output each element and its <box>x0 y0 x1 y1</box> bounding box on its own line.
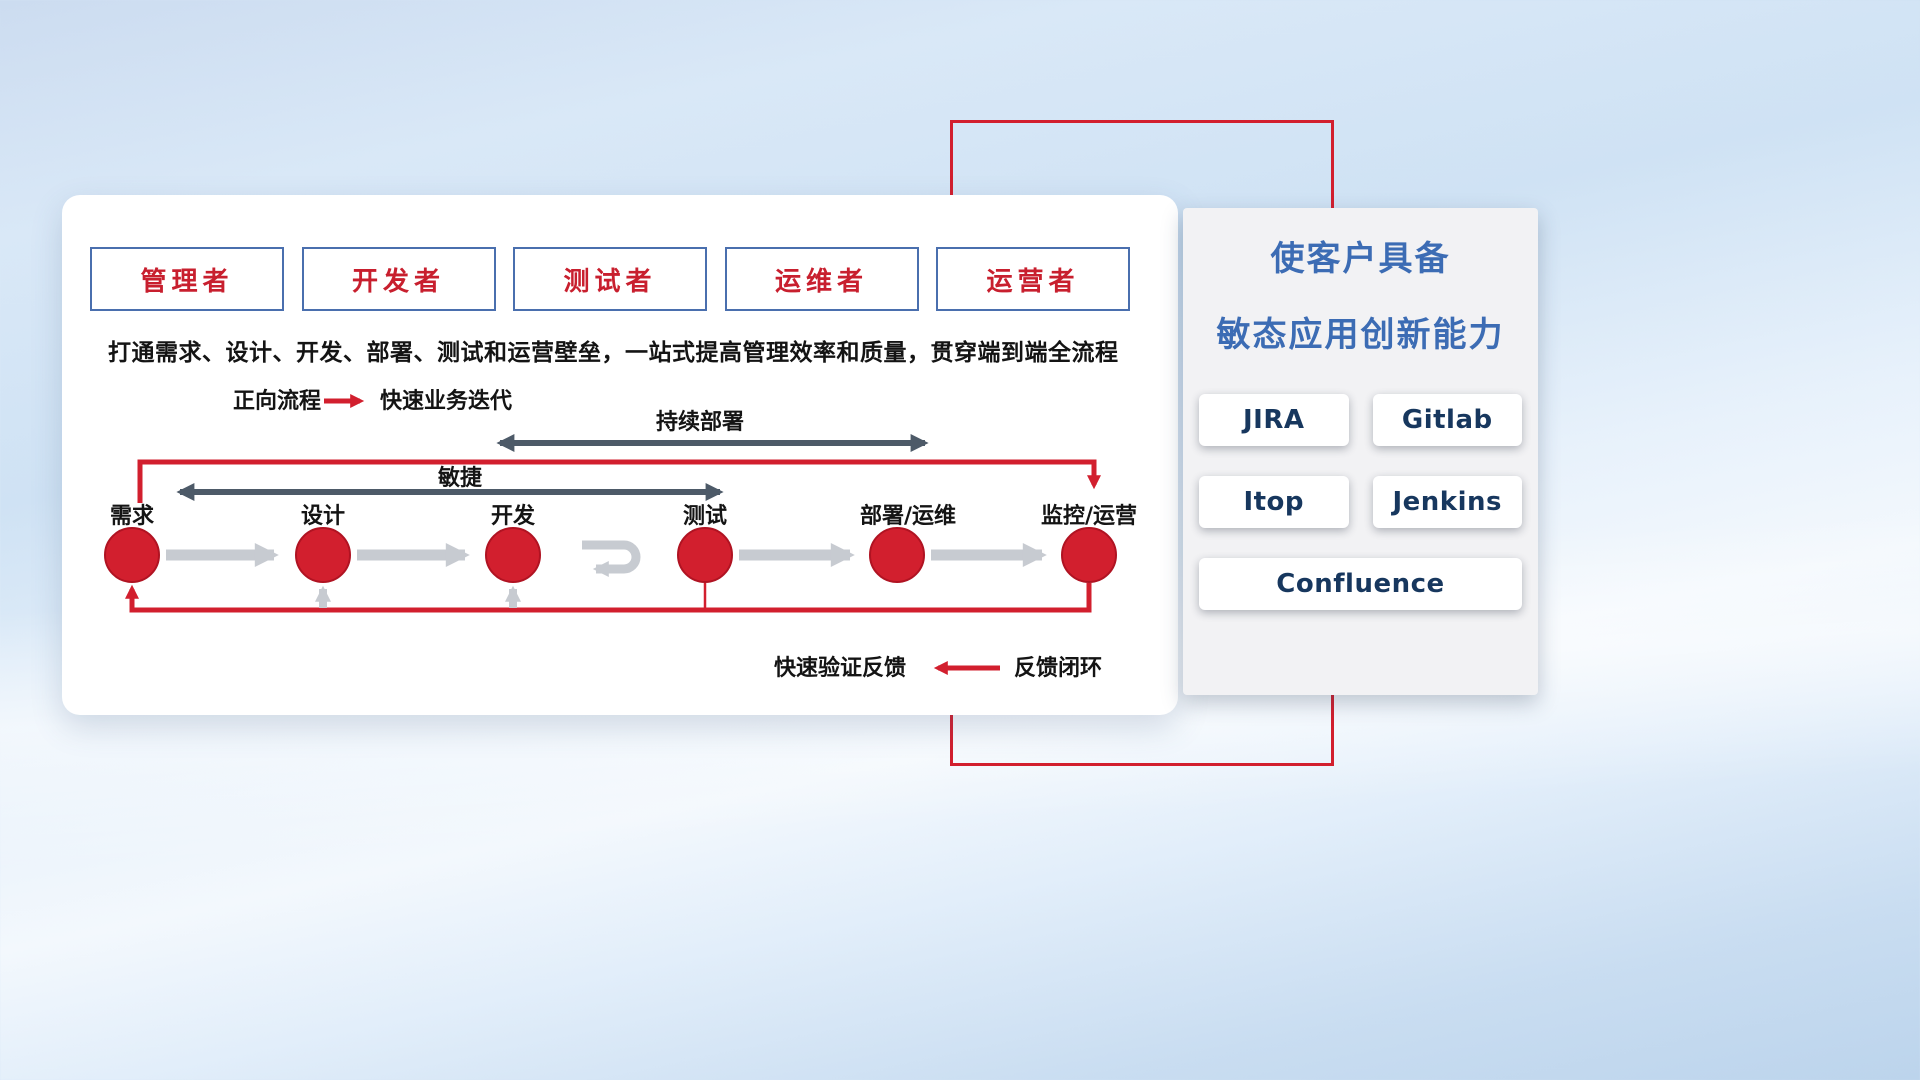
role-box-manager: 管理者 <box>90 247 284 311</box>
role-box-operator: 运营者 <box>936 247 1130 311</box>
roles-row: 管理者 开发者 测试者 运维者 运营者 <box>90 247 1130 311</box>
flow-node-circle <box>485 527 541 583</box>
tool-gitlab: Gitlab <box>1372 394 1522 446</box>
node-label-requirements: 需求 <box>110 504 154 529</box>
role-box-developer: 开发者 <box>301 247 496 311</box>
flow-node-circle <box>295 527 351 583</box>
feedback-legend-caption: 快速验证反馈 <box>774 655 906 681</box>
forward-flow-legend: 正向流程 快速业务迭代 <box>233 388 512 414</box>
devops-flow-card: 管理者 开发者 测试者 运维者 运营者 打通需求、设计、开发、部署、测试和运营壁… <box>62 195 1178 715</box>
agile-label: 敏捷 <box>437 465 483 491</box>
panel-title-line1: 使客户具备 <box>1270 239 1451 279</box>
tool-jira: JIRA <box>1199 394 1349 446</box>
capability-panel: 使客户具备 敏态应用创新能力 JIRA Gitlab Itop Jenkins … <box>1183 208 1538 695</box>
role-box-ops: 运维者 <box>724 247 919 311</box>
feedback-loop-line <box>125 583 1092 613</box>
flow-node-circle <box>677 527 733 583</box>
node-label-develop: 开发 <box>491 503 536 529</box>
tool-jenkins: Jenkins <box>1372 476 1522 528</box>
continuous-deploy-label: 持续部署 <box>656 409 744 435</box>
role-box-tester: 测试者 <box>513 247 707 311</box>
feedback-legend-label: 反馈闭环 <box>1014 655 1102 681</box>
node-label-deploy-ops: 部署/运维 <box>860 503 956 529</box>
continuous-deploy-span: 持续部署 <box>496 409 929 452</box>
node-label-test: 测试 <box>683 504 727 529</box>
feedback-legend: 快速验证反馈 反馈闭环 <box>774 655 1102 681</box>
tools-grid: JIRA Gitlab Itop Jenkins Confluence <box>1199 394 1522 610</box>
iteration-loop-icon <box>582 540 641 577</box>
flow-diagram: 正向流程 快速业务迭代 持续部署 敏捷 需求 设计 开发 测试 部署/运维 监控… <box>104 388 1137 681</box>
forward-flow-legend-caption: 快速业务迭代 <box>380 388 512 414</box>
node-label-monitor-op: 监控/运营 <box>1041 503 1137 529</box>
flow-node-circle <box>869 527 925 583</box>
forward-loop-line <box>137 459 1101 503</box>
flow-node-labels: 需求 设计 开发 测试 部署/运维 监控/运营 <box>110 503 1137 529</box>
flow-node-circle <box>104 527 160 583</box>
agile-span: 敏捷 <box>176 465 724 501</box>
tool-itop: Itop <box>1199 476 1349 528</box>
forward-flow-legend-label: 正向流程 <box>233 388 321 414</box>
flow-node-circle <box>1061 527 1117 583</box>
card-subtitle: 打通需求、设计、开发、部署、测试和运营壁垒，一站式提高管理效率和质量，贯穿端到端… <box>108 340 1119 366</box>
tool-confluence: Confluence <box>1199 558 1522 610</box>
panel-title-line2: 敏态应用创新能力 <box>1216 315 1505 355</box>
feedback-branches <box>315 583 707 608</box>
node-label-design: 设计 <box>301 504 345 529</box>
